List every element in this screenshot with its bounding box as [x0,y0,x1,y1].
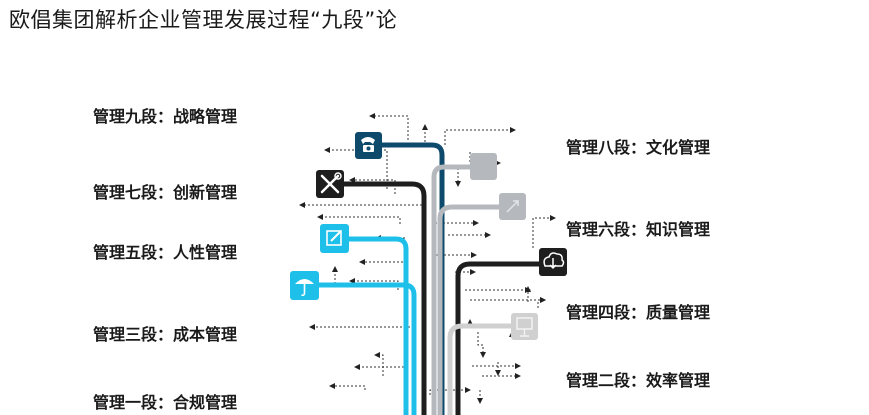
branch-line-4 [455,261,553,415]
page-title: 欧倡集团解析企业管理发展过程“九段”论 [9,8,398,32]
arrow-square-icon [499,193,526,220]
stage-7-label: 管理七段：创新管理 [93,183,238,202]
branch-line-8 [431,164,478,415]
edit-icon [320,224,349,253]
branch-line-2 [447,323,525,415]
blank-square-icon [470,153,497,180]
stage-5-label: 管理五段：人性管理 [93,243,238,262]
stage-8-label: 管理八段：文化管理 [566,138,711,157]
tools-icon [316,170,344,198]
dotted-arrows [299,113,556,404]
branch-line-3 [303,282,417,415]
stage-2-label: 管理二段：效率管理 [566,371,711,390]
umbrella-icon [290,271,319,300]
branch-line-5 [334,236,409,415]
telephone-icon [355,132,382,159]
presentation-board-icon [511,313,538,340]
stage-4-label: 管理四段：质量管理 [566,303,711,322]
stage-6-label: 管理六段：知识管理 [566,220,711,239]
trunk-lines [303,142,553,415]
branch-line-7 [330,181,427,415]
branch-line-6 [437,204,512,415]
branch-line-9 [367,142,445,415]
stage-1-label: 管理一段：合规管理 [93,393,238,412]
stage-9-label: 管理九段：战略管理 [93,107,238,126]
cloud-download-icon [539,248,567,276]
stage-3-label: 管理三段：成本管理 [93,325,238,344]
